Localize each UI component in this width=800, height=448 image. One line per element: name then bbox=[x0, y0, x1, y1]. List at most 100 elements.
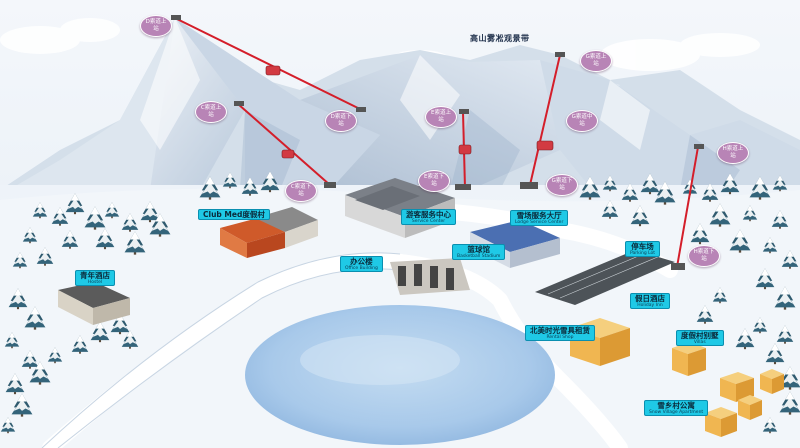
pine-tree bbox=[51, 207, 69, 226]
pine-tree bbox=[690, 223, 710, 245]
pine-tree bbox=[84, 206, 106, 230]
station-label: D索道下站 bbox=[330, 114, 352, 127]
pine-tree bbox=[765, 343, 785, 365]
pine-tree bbox=[12, 252, 28, 269]
pine-tree bbox=[199, 176, 221, 200]
landmark-name: 北美时光雪具租赁 bbox=[530, 326, 590, 335]
pine-tree bbox=[762, 417, 778, 434]
pine-tree bbox=[121, 213, 139, 232]
pine-tree bbox=[121, 330, 139, 349]
pine-tree bbox=[149, 213, 171, 237]
pine-tree bbox=[65, 193, 85, 215]
station-label: G索道上站 bbox=[585, 54, 607, 67]
station-label: E索道下站 bbox=[424, 174, 444, 187]
station-e-top[interactable]: E索道上站 bbox=[425, 106, 457, 128]
landmark-subtitle: Lodge Service Center bbox=[515, 219, 564, 225]
pine-tree bbox=[712, 287, 728, 304]
pine-tree bbox=[640, 173, 660, 195]
pine-tree bbox=[22, 227, 38, 244]
pine-tree bbox=[772, 175, 788, 192]
pine-tree bbox=[579, 176, 601, 200]
landmark-subtitle: Snow Village Apartment bbox=[649, 409, 704, 415]
landmark-subtitle: Office Building bbox=[345, 265, 378, 271]
station-e-bottom[interactable]: E索道下站 bbox=[418, 170, 450, 192]
pine-trees bbox=[0, 171, 800, 434]
station-label: C索道上站 bbox=[200, 105, 222, 118]
hostel-building bbox=[58, 282, 130, 325]
pine-tree bbox=[630, 205, 650, 227]
pine-tree bbox=[752, 317, 768, 334]
landmark-club-med[interactable]: Club Med度假村 bbox=[198, 209, 270, 220]
pine-tree bbox=[104, 202, 120, 219]
station-c-bottom[interactable]: C索道下站 bbox=[285, 180, 317, 202]
landmark-name: 假日酒店 bbox=[635, 294, 665, 303]
pine-tree bbox=[95, 228, 115, 250]
pine-tree bbox=[709, 203, 731, 227]
pine-tree bbox=[71, 335, 89, 354]
pine-tree bbox=[771, 210, 789, 229]
office-buildings bbox=[390, 258, 470, 295]
pine-tree bbox=[701, 183, 719, 202]
pine-tree bbox=[781, 250, 799, 269]
station-d-top[interactable]: D索道上站 bbox=[140, 15, 172, 37]
station-c-top[interactable]: C索道上站 bbox=[195, 101, 227, 123]
pine-tree bbox=[29, 361, 51, 385]
pine-tree bbox=[8, 288, 28, 310]
pine-tree bbox=[779, 366, 800, 390]
pine-tree bbox=[720, 173, 740, 195]
pine-tree bbox=[241, 177, 259, 196]
pine-tree bbox=[61, 230, 79, 249]
station-label: E索道上站 bbox=[431, 110, 451, 123]
pine-tree bbox=[729, 229, 751, 253]
landmark-name: 停车场 bbox=[631, 242, 654, 251]
station-g-bottom[interactable]: G索道下站 bbox=[546, 174, 578, 196]
station-g-mid[interactable]: G索道中站 bbox=[566, 110, 598, 132]
club-med-building bbox=[220, 207, 318, 258]
station-h-top[interactable]: H索道上站 bbox=[717, 142, 749, 164]
station-label: G索道下站 bbox=[551, 178, 573, 191]
landmark-subtitle: Parking Lot bbox=[630, 250, 656, 256]
landmark-subtitle: Service Center bbox=[411, 218, 446, 224]
landmark-name: 雪场服务大厅 bbox=[516, 211, 562, 220]
pine-tree bbox=[654, 181, 676, 205]
station-h-bottom[interactable]: H索道下站 bbox=[688, 245, 720, 267]
pine-tree bbox=[222, 172, 238, 189]
landmark-name: Club Med度假村 bbox=[203, 210, 265, 219]
pine-tree bbox=[779, 391, 800, 415]
parking-lot-shape bbox=[535, 250, 675, 305]
pine-tree bbox=[124, 231, 146, 255]
pine-tree bbox=[90, 321, 110, 343]
pine-tree bbox=[110, 313, 130, 335]
pine-tree bbox=[696, 305, 714, 324]
pine-tree bbox=[260, 171, 280, 193]
landmark-subtitle: Rental Shop bbox=[546, 334, 574, 340]
pine-tree bbox=[11, 393, 33, 417]
station-label: C索道下站 bbox=[290, 184, 312, 197]
station-g-top[interactable]: G索道上站 bbox=[580, 50, 612, 72]
landmark-name: 雪乡村公寓 bbox=[657, 401, 695, 410]
pine-tree bbox=[774, 286, 796, 310]
service-center-building bbox=[345, 178, 455, 238]
pine-tree bbox=[776, 325, 794, 344]
map-title: 高山雾凇观景带 bbox=[470, 34, 530, 43]
pine-tree bbox=[749, 176, 771, 200]
pine-tree bbox=[140, 201, 160, 223]
pine-tree bbox=[0, 417, 16, 434]
pine-tree bbox=[4, 332, 20, 349]
pine-tree bbox=[36, 247, 54, 266]
pine-tree bbox=[5, 373, 25, 395]
station-label: D索道上站 bbox=[145, 19, 167, 32]
station-d-bottom[interactable]: D索道下站 bbox=[325, 110, 357, 132]
